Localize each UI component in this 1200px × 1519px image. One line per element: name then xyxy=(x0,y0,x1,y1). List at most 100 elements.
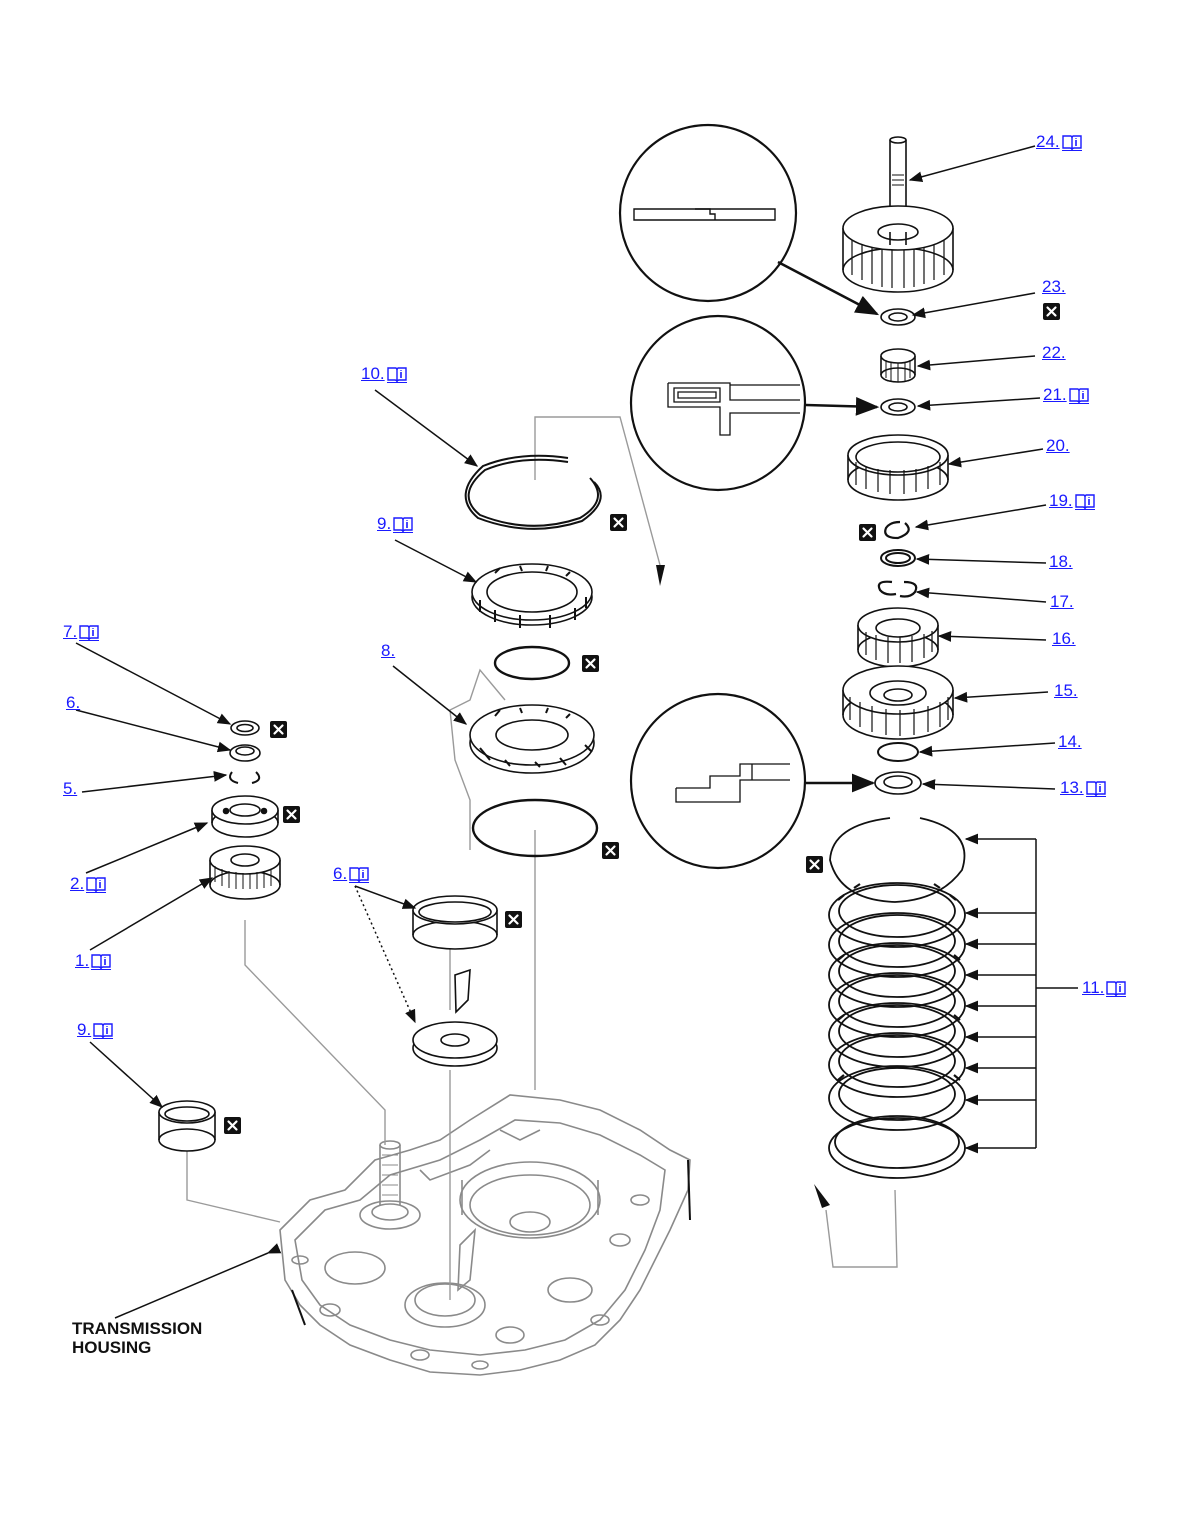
replace-part-icon xyxy=(224,1117,241,1134)
book-info-icon[interactable] xyxy=(1061,134,1083,151)
replace-part-icon xyxy=(1043,303,1060,320)
part-8-retainer xyxy=(469,704,595,774)
flow-arrow-right xyxy=(814,1184,830,1208)
callout-11[interactable]: 11. xyxy=(1082,978,1127,998)
book-info-icon[interactable] xyxy=(1068,387,1090,404)
callout-1[interactable]: 1. xyxy=(75,951,112,971)
callout-15[interactable]: 15. xyxy=(1054,681,1078,701)
part-10-snap-ring xyxy=(464,454,602,530)
part-5-snap-ring xyxy=(230,720,260,736)
callout-8[interactable]: 8. xyxy=(381,641,395,661)
callout-label: 1. xyxy=(75,951,90,970)
replace-part-icon xyxy=(270,721,287,738)
callout-10[interactable]: 10. xyxy=(361,364,408,384)
leader-lines xyxy=(75,145,1078,1319)
transmission-housing-label: TRANSMISSION HOUSING xyxy=(72,1319,203,1357)
callout-label: 24. xyxy=(1036,132,1060,151)
part-13-thrust-washer xyxy=(874,771,922,795)
callout-label: 11. xyxy=(1082,978,1105,997)
transmission-housing xyxy=(279,1094,691,1376)
detail-circle-top xyxy=(618,123,798,303)
callout-14[interactable]: 14. xyxy=(1058,732,1082,752)
replace-part-icon xyxy=(582,655,599,672)
callout-19[interactable]: 19. xyxy=(1049,491,1096,511)
callout-13[interactable]: 13. xyxy=(1060,778,1107,798)
book-info-icon[interactable] xyxy=(78,624,100,641)
part-20-hub xyxy=(847,434,949,501)
part-14-o-ring xyxy=(877,742,919,762)
callout-23[interactable]: 23. xyxy=(1042,277,1066,297)
callout-label-6: 6. xyxy=(333,864,348,883)
callout-label-8: 8. xyxy=(381,641,396,660)
part-18-o-ring xyxy=(880,549,916,567)
callout-label: 7. xyxy=(63,622,78,641)
book-info-icon[interactable] xyxy=(348,866,370,883)
callout-label: 13. xyxy=(1060,778,1084,797)
callout-label: 9. xyxy=(77,1020,92,1039)
callout-label: 17. xyxy=(1050,592,1074,611)
callout-4[interactable]: 6. xyxy=(66,693,80,713)
callout-3[interactable]: 5. xyxy=(63,779,77,799)
callout-label: 21. xyxy=(1043,385,1067,404)
callout-label: 20. xyxy=(1046,436,1070,455)
part-2-bearing xyxy=(211,795,279,838)
detail-arrows xyxy=(777,260,880,793)
callout-label-9: 9. xyxy=(377,514,392,533)
callout-18[interactable]: 18. xyxy=(1049,552,1073,572)
callout-22[interactable]: 22. xyxy=(1042,343,1066,363)
part-6-plate xyxy=(412,968,498,1067)
part-o-ring-lower xyxy=(471,798,599,858)
part-24-shaft-drum xyxy=(842,136,954,293)
part-3-cotter xyxy=(229,771,261,784)
book-info-icon[interactable] xyxy=(386,366,408,383)
callout-5[interactable]: 7. xyxy=(63,622,100,642)
book-info-icon[interactable] xyxy=(92,1022,114,1039)
part-15-carrier xyxy=(842,665,954,740)
replace-part-icon xyxy=(602,842,619,859)
callout-label: 5. xyxy=(63,779,78,798)
callout-21[interactable]: 21. xyxy=(1043,385,1090,405)
part-9-clutch-plate xyxy=(471,563,593,628)
book-info-icon[interactable] xyxy=(1105,980,1127,997)
part-6-bushing xyxy=(412,895,498,950)
callout-label: 16. xyxy=(1052,629,1076,648)
book-info-icon[interactable] xyxy=(1074,493,1096,510)
callout-label: 22. xyxy=(1042,343,1066,362)
callout-label: 2. xyxy=(70,874,85,893)
callout-label: 14. xyxy=(1058,732,1082,751)
callout-9[interactable]: 10.9.9. xyxy=(377,514,414,534)
part-1-gear xyxy=(209,845,281,900)
callout-label: 19. xyxy=(1049,491,1073,510)
book-info-icon[interactable] xyxy=(90,953,112,970)
callout-20[interactable]: 20. xyxy=(1046,436,1070,456)
replace-part-icon xyxy=(806,856,823,873)
callout-label: 15. xyxy=(1054,681,1078,700)
part-19-snap-ring xyxy=(884,520,910,540)
part-11-clutch-pack xyxy=(828,817,966,1179)
assembly-guide-lines xyxy=(186,416,898,1300)
flow-arrow-center xyxy=(656,565,665,586)
callout-6[interactable]: 8.6. xyxy=(333,864,370,884)
part-o-ring-upper xyxy=(493,645,571,681)
callout-label: 10. xyxy=(361,364,385,383)
book-info-icon[interactable] xyxy=(85,876,107,893)
part-23-thrust-washer xyxy=(880,308,916,326)
callout-label: 23. xyxy=(1042,277,1066,296)
callout-2[interactable]: 2. xyxy=(70,874,107,894)
book-info-icon[interactable] xyxy=(392,516,414,533)
detail-circle-bottom xyxy=(629,692,807,870)
replace-part-icon xyxy=(859,524,876,541)
detail-circle-middle xyxy=(629,314,807,492)
part-16-sun-gear xyxy=(857,607,939,668)
callout-24[interactable]: 24. xyxy=(1036,132,1083,152)
part-17-snap-ring xyxy=(877,580,918,598)
replace-part-icon xyxy=(610,514,627,531)
callout-7[interactable]: 9. xyxy=(77,1020,114,1040)
part-7-bushing xyxy=(158,1100,216,1152)
part-21-thrust-washer xyxy=(880,398,916,416)
callout-17[interactable]: 17. xyxy=(1050,592,1074,612)
book-info-icon[interactable] xyxy=(1085,780,1107,797)
callout-16[interactable]: 16. xyxy=(1052,629,1076,649)
part-22-needle-bearing xyxy=(880,348,916,383)
